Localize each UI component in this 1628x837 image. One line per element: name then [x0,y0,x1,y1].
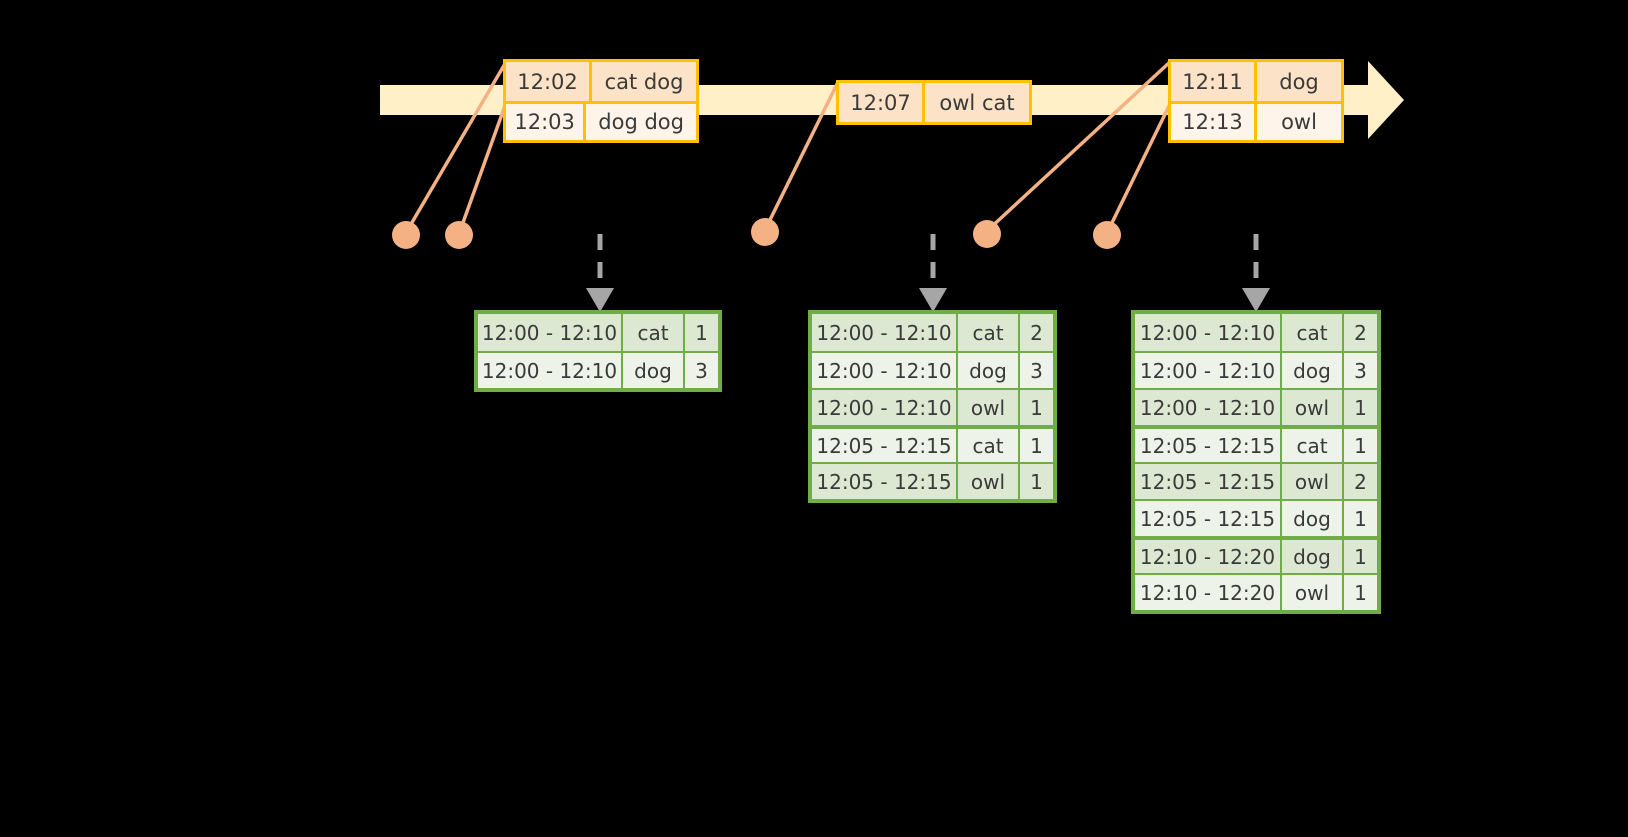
table-row[interactable]: 12:10 - 12:20 owl 1 [1135,573,1377,610]
emit-arrow-2 [919,234,947,312]
window-cell: 12:00 - 12:10 [812,390,958,425]
connector-12-03 [458,101,508,233]
event-row[interactable]: 12:02 cat dog [506,62,696,101]
table-row[interactable]: 12:10 - 12:20 dog 1 [1135,536,1377,573]
event-words: owl cat [939,90,1015,115]
window-cell: 12:00 - 12:10 [478,314,623,351]
table-row[interactable]: 12:00 - 12:10 dog 3 [812,351,1053,388]
window-cell: 12:00 - 12:10 [1135,314,1282,351]
word-cell: dog [1282,353,1344,388]
emit-arrows [586,234,1270,312]
emit-arrow-3 [1242,234,1270,312]
connector-12-02 [405,60,508,233]
word-cell: dog [1282,540,1344,573]
table-row[interactable]: 12:05 - 12:15 owl 2 [1135,462,1377,499]
word-cell: cat [1282,314,1344,351]
connector-12-13 [1106,102,1172,233]
count-cell: 1 [1354,395,1367,420]
window-cell: 12:10 - 12:20 [1135,540,1282,573]
marker-12-07-dot [751,218,779,246]
event-row[interactable]: 12:03 dog dog [506,101,696,140]
count-cell: 1 [1354,433,1367,458]
table-row[interactable]: 12:00 - 12:10 owl 1 [812,388,1053,425]
window-cell: 12:05 - 12:15 [1135,501,1282,536]
event-words: dog dog [598,110,684,134]
marker-12-03-dot [445,221,473,249]
result-table-3[interactable]: 12:00 - 12:10 cat 2 12:00 - 12:10 dog 3 … [1131,310,1381,614]
table-row[interactable]: 12:00 - 12:10 dog 3 [478,351,718,388]
window-cell: 12:05 - 12:15 [812,429,958,462]
count-cell: 3 [695,358,708,383]
word-cell: owl [1282,575,1344,610]
marker-12-13-dot [1093,221,1121,249]
count-cell: 2 [1354,320,1367,345]
table-row[interactable]: 12:05 - 12:15 cat 1 [1135,425,1377,462]
emit-arrow-1 [586,234,614,312]
count-cell: 1 [695,320,708,345]
event-dots [392,218,1121,249]
event-words: cat dog [604,69,684,94]
event-words: owl [1281,110,1317,134]
word-cell: cat [958,429,1020,462]
window-cell: 12:00 - 12:10 [478,353,623,388]
count-cell: 3 [1030,358,1043,383]
table-row[interactable]: 12:00 - 12:10 cat 2 [1135,314,1377,351]
result-table-2[interactable]: 12:00 - 12:10 cat 2 12:00 - 12:10 dog 3 … [808,310,1057,503]
table-row[interactable]: 12:05 - 12:15 cat 1 [812,425,1053,462]
table-row[interactable]: 12:00 - 12:10 owl 1 [1135,388,1377,425]
count-cell: 1 [1030,395,1043,420]
window-cell: 12:05 - 12:15 [1135,429,1282,462]
count-cell: 1 [1030,469,1043,494]
window-cell: 12:00 - 12:10 [812,314,958,351]
events-group-2[interactable]: 12:07 owl cat [836,80,1032,125]
event-time: 12:03 [506,104,587,140]
event-time: 12:07 [839,83,925,122]
window-cell: 12:00 - 12:10 [812,353,958,388]
events-group-3[interactable]: 12:11 dog 12:13 owl [1168,59,1344,143]
event-row[interactable]: 12:07 owl cat [839,83,1029,122]
word-cell: owl [958,464,1020,499]
window-cell: 12:00 - 12:10 [1135,353,1282,388]
event-connectors [405,60,1172,233]
word-cell: dog [958,353,1020,388]
word-cell: owl [1282,390,1344,425]
count-cell: 1 [1030,433,1043,458]
window-cell: 12:00 - 12:10 [1135,390,1282,425]
count-cell: 3 [1354,358,1367,383]
table-row[interactable]: 12:05 - 12:15 dog 1 [1135,499,1377,536]
connector-12-11 [986,60,1172,232]
event-time: 12:02 [506,62,592,101]
word-cell: dog [1282,501,1344,536]
event-row[interactable]: 12:11 dog [1171,62,1341,101]
word-cell: owl [958,390,1020,425]
word-cell: cat [623,314,685,351]
count-cell: 2 [1030,320,1043,345]
count-cell: 1 [1354,580,1367,605]
window-cell: 12:05 - 12:15 [1135,464,1282,499]
word-cell: cat [1282,429,1344,462]
table-row[interactable]: 12:00 - 12:10 cat 1 [478,314,718,351]
table-row[interactable]: 12:00 - 12:10 dog 3 [1135,351,1377,388]
count-cell: 2 [1354,469,1367,494]
marker-12-11-dot [973,220,1001,248]
result-table-1[interactable]: 12:00 - 12:10 cat 1 12:00 - 12:10 dog 3 [474,310,722,392]
table-row[interactable]: 12:00 - 12:10 cat 2 [812,314,1053,351]
word-cell: owl [1282,464,1344,499]
marker-12-02-dot [392,221,420,249]
word-cell: cat [958,314,1020,351]
connector-12-07 [764,80,840,230]
event-row[interactable]: 12:13 owl [1171,101,1341,140]
event-time: 12:11 [1171,62,1257,101]
window-cell: 12:10 - 12:20 [1135,575,1282,610]
word-cell: dog [623,353,685,388]
count-cell: 1 [1354,544,1367,569]
count-cell: 1 [1354,506,1367,531]
table-row[interactable]: 12:05 - 12:15 owl 1 [812,462,1053,499]
window-cell: 12:05 - 12:15 [812,464,958,499]
event-time: 12:13 [1171,104,1257,140]
events-group-1[interactable]: 12:02 cat dog 12:03 dog dog [503,59,699,143]
event-words: dog [1279,69,1319,94]
